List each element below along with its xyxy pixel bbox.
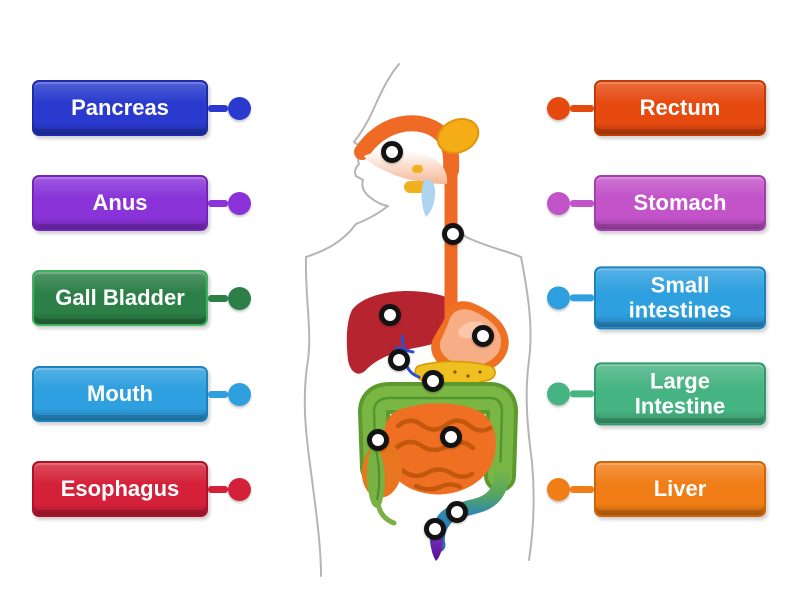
connector-line — [570, 199, 594, 207]
salivary-gland-shape — [436, 118, 480, 154]
label-pill[interactable]: Liver — [594, 461, 766, 517]
mouth-cavity-group — [364, 150, 448, 217]
connector-line — [208, 390, 228, 398]
connector-dot — [547, 286, 570, 310]
connector-dot — [228, 191, 251, 215]
anus-tip-shape — [430, 535, 443, 561]
label-option[interactable]: Small intestines — [547, 266, 766, 330]
label-option[interactable]: Anus — [32, 175, 251, 231]
label-pill[interactable]: Stomach — [594, 175, 766, 231]
connector-dot — [547, 477, 570, 501]
body-outline — [303, 63, 535, 577]
large-intestine-shape — [358, 382, 518, 492]
connector-line — [570, 390, 594, 398]
label-option[interactable]: Liver — [547, 461, 766, 517]
label-pill[interactable]: Esophagus — [32, 461, 208, 517]
drop-target-6[interactable] — [422, 370, 444, 392]
connector-line — [208, 199, 228, 207]
connector-dot — [228, 477, 251, 501]
cecum-appendix-group — [361, 442, 403, 526]
label-option[interactable]: Esophagus — [32, 461, 251, 517]
drop-target-5[interactable] — [388, 349, 410, 371]
label-option[interactable]: Rectum — [547, 80, 766, 136]
liver-shape — [346, 290, 468, 374]
label-option[interactable]: Gall Bladder — [32, 270, 251, 326]
connector-dot — [228, 96, 251, 120]
drop-target-10[interactable] — [424, 518, 446, 540]
drop-target-3[interactable] — [379, 304, 401, 326]
connector-dot — [547, 191, 570, 215]
label-pill[interactable]: Gall Bladder — [32, 270, 208, 326]
connector-dot — [228, 286, 251, 310]
label-pill[interactable]: Pancreas — [32, 80, 208, 136]
connector-dot — [547, 382, 570, 406]
stomach-shape — [431, 301, 509, 375]
small-intestine-shape — [383, 403, 496, 495]
drop-target-7[interactable] — [367, 429, 389, 451]
label-pill[interactable]: Anus — [32, 175, 208, 231]
connector-line — [208, 294, 228, 302]
connector-line — [570, 294, 594, 302]
label-option[interactable]: Large Intestine — [547, 362, 766, 426]
drop-target-1[interactable] — [381, 141, 403, 163]
drop-target-9[interactable] — [446, 501, 468, 523]
connector-line — [570, 485, 594, 493]
label-pill[interactable]: Large Intestine — [594, 362, 766, 426]
label-option[interactable]: Pancreas — [32, 80, 251, 136]
drop-target-4[interactable] — [472, 325, 494, 347]
drop-target-2[interactable] — [442, 223, 464, 245]
larynx-shape — [421, 179, 436, 217]
label-option[interactable]: Stomach — [547, 175, 766, 231]
connector-line — [570, 104, 594, 112]
label-option[interactable]: Mouth — [32, 366, 251, 422]
connector-dot — [228, 382, 251, 406]
connector-dot — [547, 96, 570, 120]
label-pill[interactable]: Small intestines — [594, 266, 766, 330]
label-pill[interactable]: Mouth — [32, 366, 208, 422]
connector-line — [208, 104, 228, 112]
connector-line — [208, 485, 228, 493]
drop-target-8[interactable] — [440, 426, 462, 448]
label-pill[interactable]: Rectum — [594, 80, 766, 136]
